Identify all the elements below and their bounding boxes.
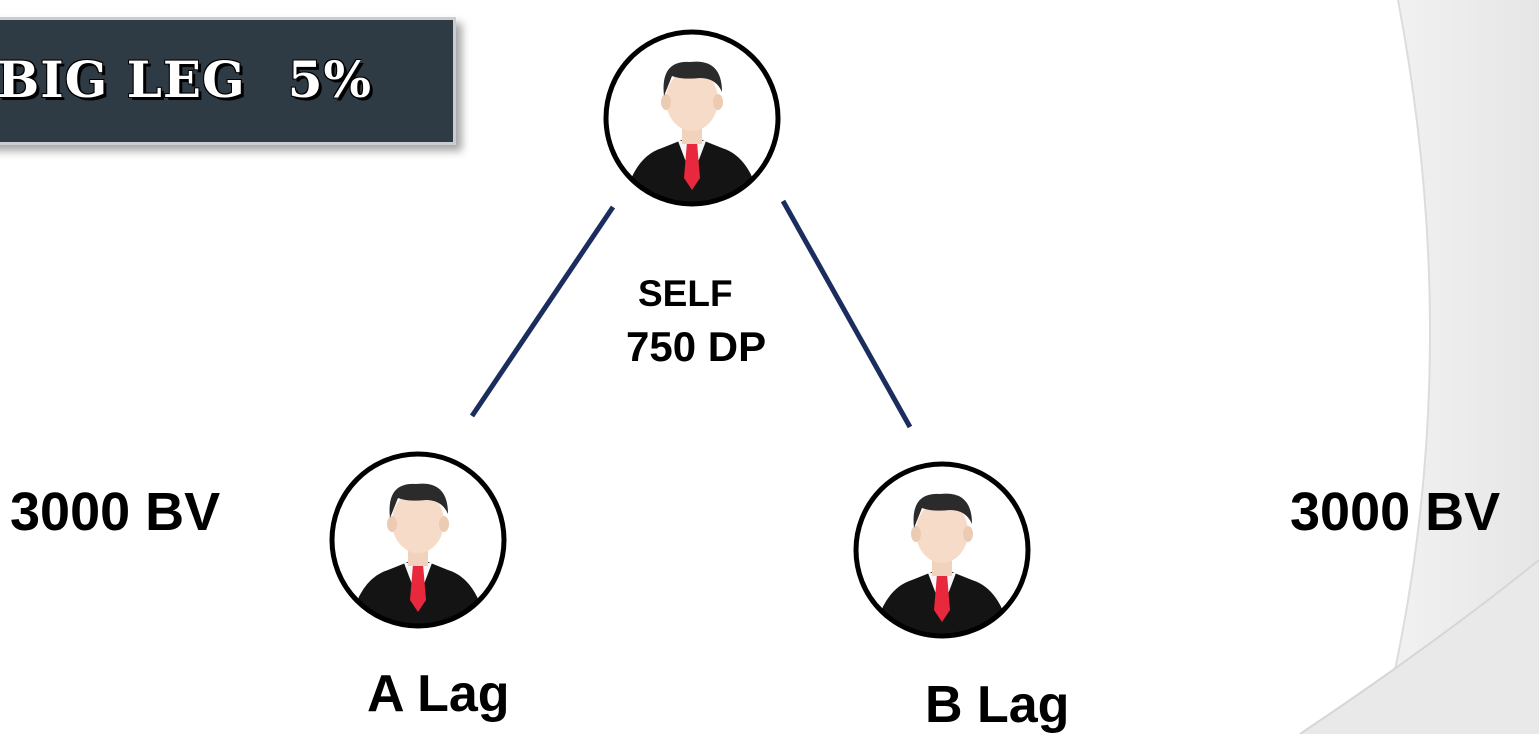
- connector-right: [780, 199, 913, 429]
- b-leg-label: B Lag: [925, 676, 1070, 734]
- self-label: SELF: [638, 273, 733, 314]
- b-leg-bv: 3000 BV: [1290, 482, 1501, 542]
- background-arc: [1380, 0, 1539, 734]
- background-arc-lower: [1300, 560, 1539, 734]
- b-leg-person-icon: [852, 460, 1032, 645]
- title-banner: BIG LEG 5%: [0, 17, 456, 145]
- background-arc-lower-line: [1299, 559, 1539, 734]
- title-percent: 5%: [287, 50, 373, 109]
- self-person-icon: [602, 28, 782, 213]
- title-text: BIG LEG 5%: [0, 50, 372, 109]
- a-leg-label: A Lag: [367, 665, 510, 723]
- title-main: BIG LEG: [0, 50, 246, 109]
- a-leg-person-icon: [328, 450, 508, 635]
- connector-left: [469, 205, 616, 418]
- self-value: 750 DP: [626, 323, 767, 370]
- background-arc-line: [1379, 0, 1431, 734]
- a-leg-bv: 3000 BV: [10, 482, 221, 542]
